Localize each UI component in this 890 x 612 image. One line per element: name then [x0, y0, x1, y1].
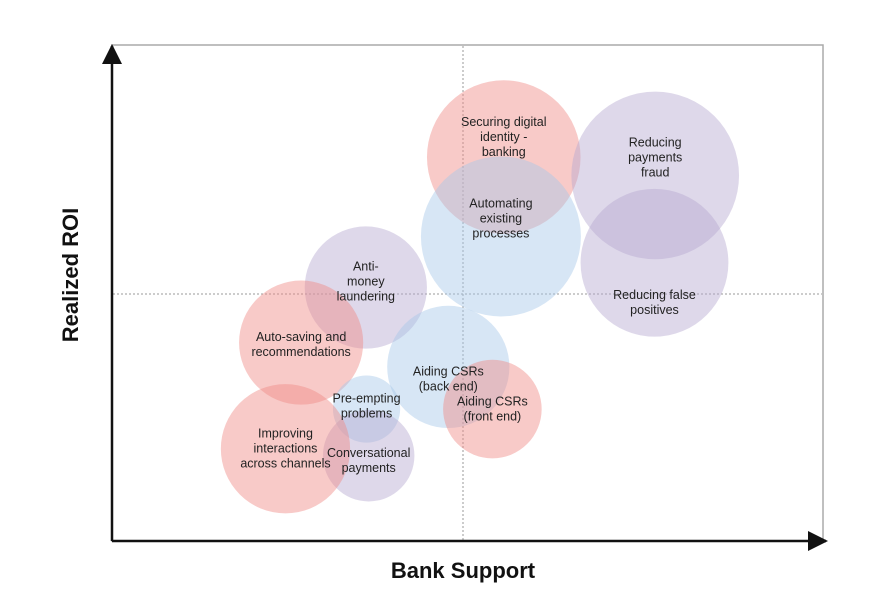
bubble-7: [443, 359, 542, 459]
bubble-8: [332, 375, 401, 443]
bubble-3: [580, 188, 729, 337]
bubble-2: [420, 156, 581, 317]
bubble-layer: [220, 80, 740, 514]
bubble-9: [322, 409, 415, 502]
bubble-label-7: Aiding CSRs(front end): [457, 395, 528, 424]
bubble-10: [220, 384, 351, 514]
bubble-label-6: Aiding CSRs(back end): [413, 364, 484, 393]
x-axis-title: Bank Support: [391, 558, 536, 583]
bubble-1: [571, 91, 740, 260]
bubble-6: [387, 305, 510, 429]
bubble-4: [304, 226, 427, 349]
y-axis-title: Realized ROI: [58, 208, 83, 342]
bubble-5: [239, 280, 364, 405]
bubble-0: [426, 80, 581, 234]
